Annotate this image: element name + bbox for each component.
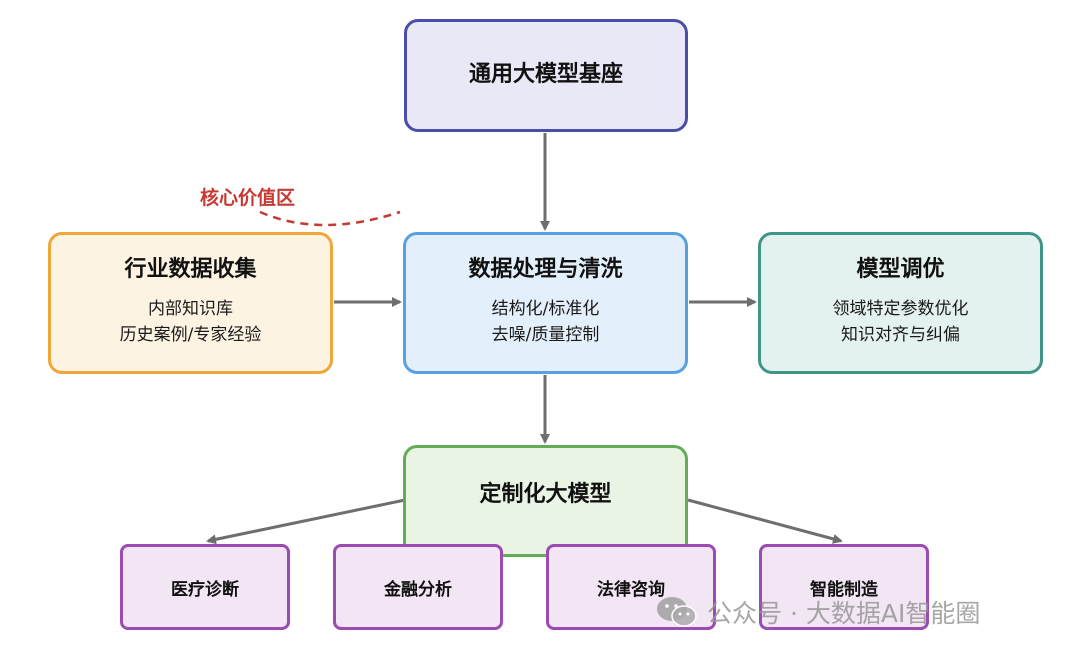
collect-line: 内部知识库 bbox=[147, 298, 233, 319]
model-tuning-details: 领域特定参数优化 知识对齐与纠偏 bbox=[833, 296, 969, 349]
watermark: 公众号 · 大数据AI智能圈 bbox=[655, 594, 980, 630]
process-line: 去噪/质量控制 bbox=[491, 325, 600, 346]
data-processing-box: 数据处理与清洗 结构化/标准化 去噪/质量控制 bbox=[403, 232, 688, 374]
model-tuning-box: 模型调优 领域特定参数优化 知识对齐与纠偏 bbox=[758, 232, 1043, 374]
custom-model-box: 定制化大模型 bbox=[403, 445, 688, 557]
tune-line: 知识对齐与纠偏 bbox=[841, 325, 960, 346]
custom-model-title: 定制化大模型 bbox=[479, 482, 612, 507]
app-medical-diagnosis: 医疗诊断 bbox=[120, 544, 290, 630]
industry-data-collection-title: 行业数据收集 bbox=[124, 257, 257, 283]
app-smart-manufacturing: 智能制造 bbox=[759, 544, 929, 630]
core-value-label: 核心价值区 bbox=[200, 187, 296, 209]
model-tuning-title: 模型调优 bbox=[856, 257, 945, 283]
industry-data-collection-details: 内部知识库 历史案例/专家经验 bbox=[120, 296, 262, 349]
wechat-icon bbox=[657, 597, 697, 627]
base-model-box: 通用大模型基座 bbox=[404, 19, 688, 132]
data-processing-details: 结构化/标准化 去噪/质量控制 bbox=[492, 296, 600, 349]
arrow-custom-to-app-1 bbox=[206, 498, 406, 545]
collect-line: 历史案例/专家经验 bbox=[119, 325, 262, 346]
tune-line: 领域特定参数优化 bbox=[832, 298, 969, 319]
process-line: 结构化/标准化 bbox=[491, 298, 600, 319]
base-model-title: 通用大模型基座 bbox=[468, 62, 623, 88]
data-processing-title: 数据处理与清洗 bbox=[468, 257, 623, 283]
core-value-dashed-curve bbox=[259, 210, 401, 227]
arrow-custom-to-app-4 bbox=[687, 498, 843, 544]
app-financial-analysis: 金融分析 bbox=[333, 544, 503, 630]
watermark-text: 公众号 · 大数据AI智能圈 bbox=[707, 599, 981, 628]
industry-data-collection-box: 行业数据收集 内部知识库 历史案例/专家经验 bbox=[48, 232, 333, 374]
